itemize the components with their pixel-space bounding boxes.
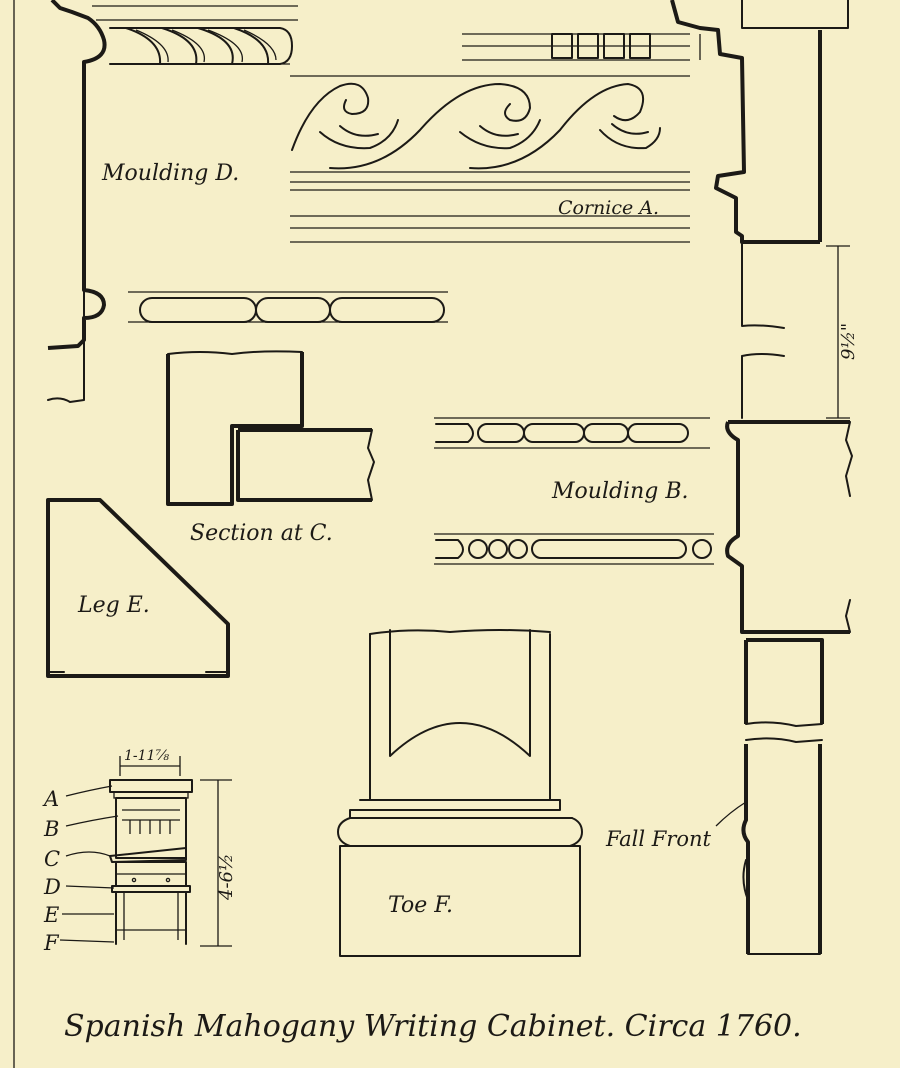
moulding-b-label: Moulding B. — [551, 479, 689, 504]
fall-front-label: Fall Front — [605, 827, 712, 851]
depth-dimension: 9½" — [838, 323, 859, 360]
toe-f-label: Toe F. — [388, 893, 453, 918]
moulding-d-profile — [47, 0, 448, 403]
key-letter-b: B — [43, 817, 59, 841]
key-letter-e: E — [43, 903, 59, 927]
cabinet-elevation — [59, 756, 232, 947]
toe-f-drawing — [337, 629, 583, 957]
cornice-a-label: Cornice A. — [558, 197, 659, 219]
moulding-b-drawing — [434, 417, 714, 565]
key-letter-d: D — [43, 875, 61, 899]
drawing-caption: Spanish Mahogany Writing Cabinet. Circa … — [64, 1009, 802, 1044]
width-dimension: 1-11⅞ — [124, 748, 169, 764]
key-letter-a: A — [42, 787, 59, 811]
height-dimension: 4-6½ — [216, 854, 237, 901]
cornice-a-drawing — [290, 33, 701, 243]
fall-front-leader — [715, 801, 747, 827]
key-letter-f: F — [43, 931, 60, 955]
section-c-drawing — [166, 350, 375, 506]
key-letter-c: C — [44, 847, 60, 871]
section-c-label: Section at C. — [190, 521, 333, 546]
leg-e-drawing — [46, 498, 230, 678]
cornice-a-profile — [670, 0, 850, 419]
leg-e-label: Leg E. — [77, 593, 150, 618]
moulding-d-label: Moulding D. — [101, 161, 239, 186]
fall-front-profile — [725, 420, 853, 955]
